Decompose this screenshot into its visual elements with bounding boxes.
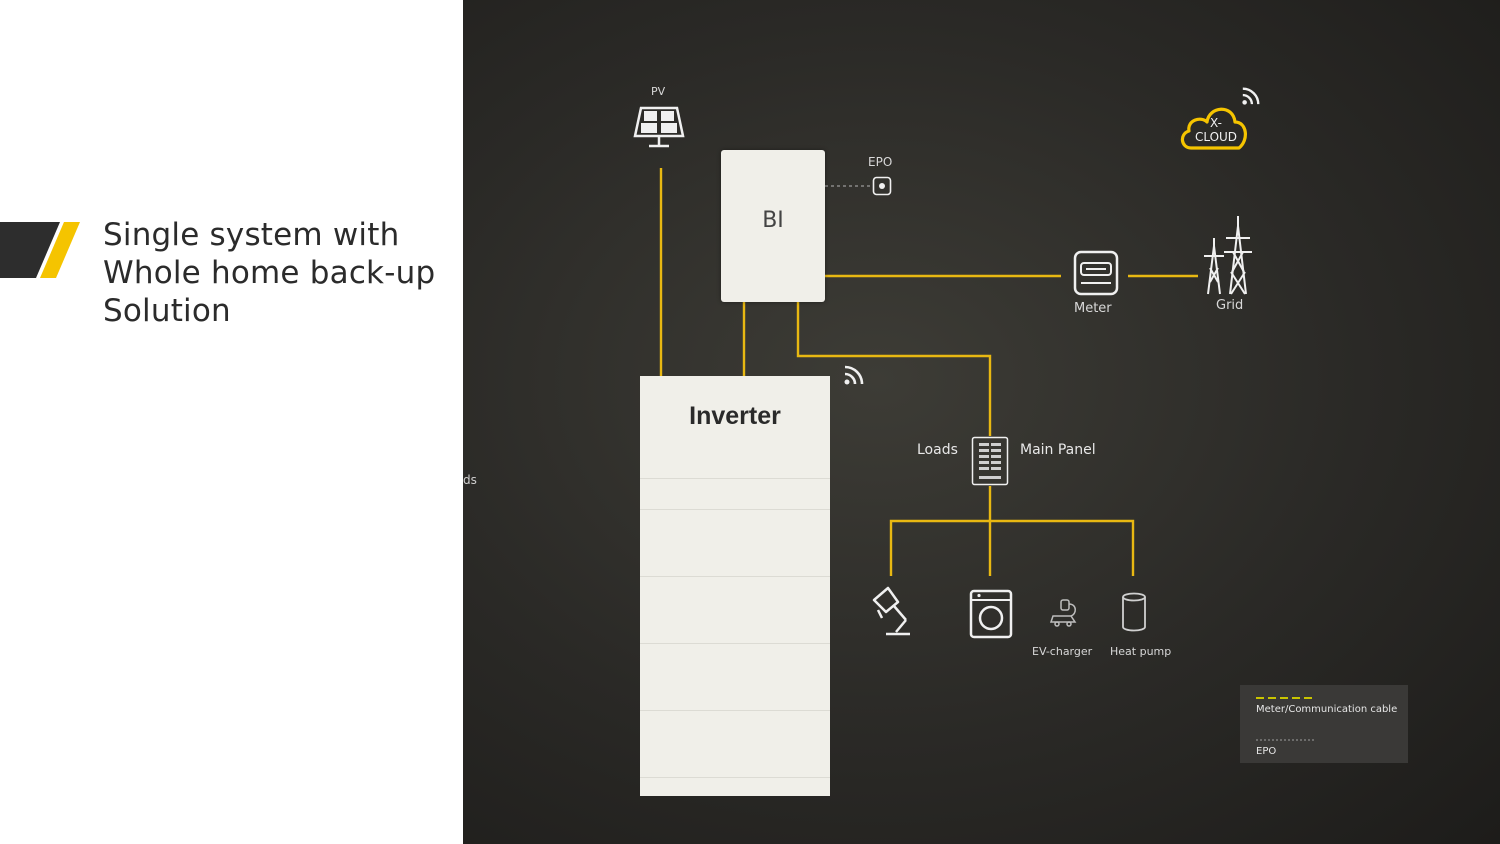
- wifi-icon: [1242, 87, 1260, 105]
- cloud-label: X- CLOUD: [1189, 116, 1243, 144]
- slide-title-line-2: Whole home back-up: [103, 255, 436, 291]
- loads-bus-line: [889, 519, 1135, 576]
- inverter-module-divider: [640, 643, 830, 644]
- slide-title: Single system with Whole home back-up So…: [103, 216, 443, 330]
- accent-stripe-icon: [0, 222, 80, 278]
- bi-unit: BI: [721, 150, 825, 302]
- pylon-icon: [1204, 216, 1252, 295]
- pv-label: PV: [651, 85, 666, 98]
- inverter-module-divider: [640, 710, 830, 711]
- solar-panel-icon: [633, 106, 685, 148]
- inverter-module-divider: [640, 576, 830, 577]
- heat-pump-icon: [1122, 592, 1146, 632]
- loads-label: Loads: [917, 442, 958, 458]
- slide-title-line-1: Single system with: [103, 217, 400, 253]
- inverter-module-divider: [640, 478, 830, 479]
- main-panel-label: Main Panel: [1020, 442, 1096, 458]
- washing-machine-icon: [969, 589, 1013, 639]
- main-panel-icon: [971, 436, 1009, 486]
- cloud-label-line-2: CLOUD: [1194, 130, 1238, 144]
- cut-off-text: ds: [463, 473, 477, 487]
- title-panel: Single system with Whole home back-up So…: [0, 0, 463, 844]
- legend-comm-swatch: [1256, 697, 1314, 699]
- epo-label: EPO: [868, 155, 893, 169]
- bi-to-panel-line: [796, 302, 992, 436]
- inverter-unit: Inverter: [640, 376, 830, 796]
- cloud-label-line-1: X-: [1210, 116, 1222, 130]
- wifi-icon: [844, 365, 864, 385]
- connection-lines: [659, 168, 1198, 576]
- legend: Meter/Communication cable EPO: [1240, 685, 1408, 763]
- inverter-module-divider: [640, 777, 830, 778]
- ev-charger-label: EV-charger: [1032, 645, 1093, 658]
- inverter-label: Inverter: [689, 402, 781, 430]
- inverter-module-divider: [640, 509, 830, 510]
- legend-comm-label: Meter/Communication cable: [1256, 704, 1398, 715]
- epo-button-icon: [872, 176, 892, 196]
- bi-label: BI: [762, 208, 784, 233]
- ev-charger-icon: [1049, 599, 1077, 627]
- legend-epo-label: EPO: [1256, 746, 1277, 757]
- slide-title-line-3: Solution: [103, 293, 231, 329]
- lamp-icon: [872, 586, 910, 636]
- meter-icon: [1073, 250, 1119, 296]
- system-diagram: PV BI EPO Inverter X- CLOUD: [463, 0, 1500, 844]
- grid-label: Grid: [1216, 298, 1244, 313]
- heat-pump-label: Heat pump: [1110, 645, 1172, 658]
- legend-epo-swatch: [1256, 739, 1314, 741]
- meter-label: Meter: [1074, 301, 1112, 316]
- cloud-icon: [1180, 107, 1247, 150]
